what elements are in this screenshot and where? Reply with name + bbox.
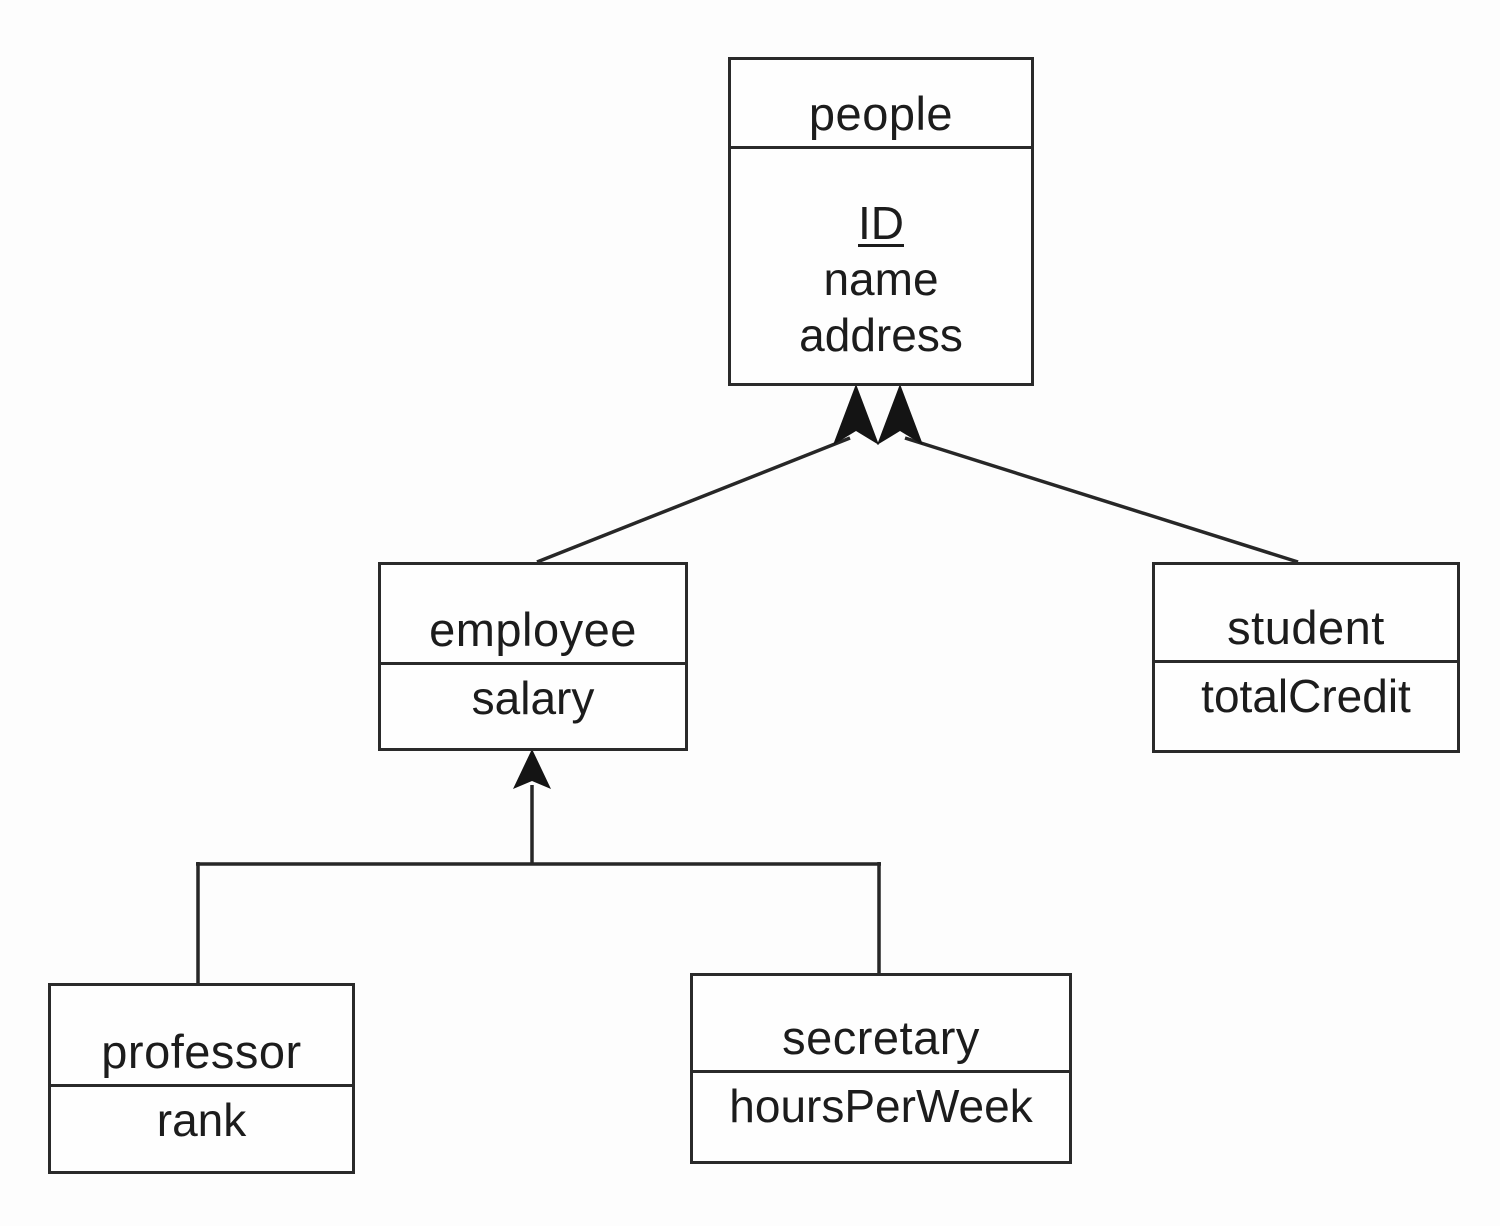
edge-student-to-people: [904, 436, 1299, 564]
entity-student-attributes: totalCredit: [1155, 660, 1457, 750]
entity-secretary: secretary hoursPerWeek: [690, 973, 1072, 1164]
attribute-secretary-hoursperweek: hoursPerWeek: [729, 1080, 1033, 1132]
isa-arrowhead-student-people: [877, 384, 923, 445]
entity-professor-attributes: rank: [51, 1084, 352, 1171]
attribute-people-name: name: [823, 252, 939, 305]
isa-arrowhead-employee-people: [833, 384, 879, 445]
entity-employee-name: employee: [429, 603, 637, 656]
entity-people-name: people: [808, 87, 954, 140]
isa-arrowhead-subtree-employee: [513, 749, 551, 789]
entity-student: student totalCredit: [1152, 562, 1460, 753]
entity-professor-name: professor: [101, 1025, 302, 1078]
entity-employee-attributes: salary: [381, 662, 685, 748]
attribute-professor-rank: rank: [156, 1094, 247, 1146]
attribute-people-address: address: [799, 309, 963, 362]
edge-employee-to-people: [536, 436, 851, 564]
entity-secretary-name: secretary: [782, 1011, 980, 1064]
entity-secretary-attributes: hoursPerWeek: [693, 1070, 1069, 1161]
attribute-student-totalcredit: totalCredit: [1201, 670, 1411, 722]
attribute-people-id: ID: [858, 196, 904, 249]
entity-student-name: student: [1227, 601, 1385, 654]
entity-people: people ID name address: [728, 57, 1034, 386]
entity-people-attributes: ID name address: [731, 146, 1031, 383]
entity-employee: employee salary: [378, 562, 688, 751]
entity-professor: professor rank: [48, 983, 355, 1174]
attribute-employee-salary: salary: [471, 672, 595, 724]
